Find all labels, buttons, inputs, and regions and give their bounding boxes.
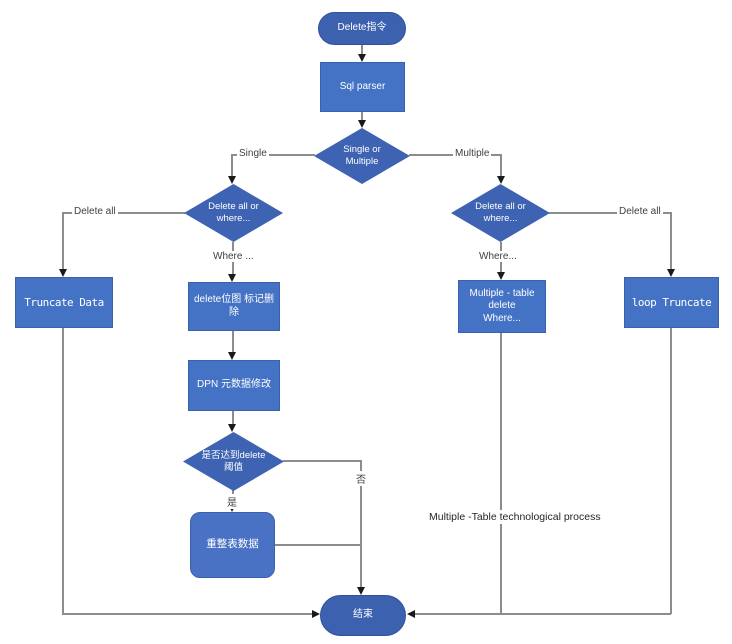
node-sql-parser-label: Sql parser — [339, 80, 386, 92]
edge-label-delete-all-left: Delete all — [72, 206, 118, 217]
node-dpn-metadata-label: DPN 元数据修改 — [197, 379, 271, 391]
edge-label-where-right: Where... — [477, 251, 519, 262]
node-end[interactable]: 结束 — [320, 595, 406, 636]
connector-deleteall-left-v — [62, 212, 64, 269]
connector-looptruncate-down — [670, 327, 672, 614]
arrowhead-down-icon — [228, 274, 236, 282]
node-delete-bitmap[interactable]: delete位图 标记删 除 — [188, 282, 280, 331]
node-multi-table-delete-label: Multiple - table delete Where... — [469, 287, 535, 324]
edge-label-delete-all-right: Delete all — [617, 206, 663, 217]
edge-label-no: 否 — [354, 471, 368, 486]
node-loop-truncate-label: loop Truncate — [631, 295, 712, 309]
node-sql-parser[interactable]: Sql parser — [320, 62, 405, 112]
connector-sqlparser-decision — [361, 112, 363, 120]
node-delete-all-or-where-left[interactable]: Delete all or where... — [184, 184, 283, 242]
edge-label-single: Single — [237, 148, 269, 159]
connector-no-v — [360, 460, 362, 587]
connector-bottom-right — [415, 613, 671, 615]
connector-deleteall-right-h — [549, 212, 671, 214]
connector-multitable-down — [500, 333, 502, 614]
arrowhead-down-icon — [228, 352, 236, 360]
arrowhead-down-icon — [496, 272, 505, 280]
connector-dpn-threshold — [232, 410, 234, 424]
edge-label-where-left: Where ... — [211, 251, 256, 262]
arrowhead-down-icon — [228, 176, 236, 184]
node-delete-all-or-where-right-label: Delete all or where... — [475, 201, 526, 224]
arrowhead-down-icon — [356, 587, 365, 595]
node-delete-all-or-where-right[interactable]: Delete all or where... — [451, 184, 550, 242]
node-delete-threshold-label: 是否达到delete 阈值 — [201, 449, 266, 473]
connector-multiple-v — [500, 154, 502, 176]
node-reorganize-table-label: 重整表数据 — [206, 538, 259, 551]
connector-reorg-end — [274, 544, 361, 546]
connector-truncate-down — [62, 327, 64, 614]
node-start-label: Delete指令 — [337, 22, 387, 34]
arrowhead-left-icon — [407, 609, 415, 618]
node-truncate-data[interactable]: Truncate Data — [15, 277, 113, 328]
arrowhead-down-icon — [357, 120, 366, 128]
arrowhead-down-icon — [357, 54, 366, 62]
node-single-or-multiple-label: Single or Multiple — [343, 144, 381, 167]
arrowhead-down-icon — [228, 424, 236, 432]
node-single-or-multiple[interactable]: Single or Multiple — [314, 128, 410, 184]
process-note: Multiple -Table technological process — [426, 510, 604, 524]
connector-single-h — [232, 154, 315, 156]
node-end-label: 结束 — [353, 609, 373, 621]
node-multi-table-delete[interactable]: Multiple - table delete Where... — [458, 280, 546, 333]
connector-single-v — [231, 154, 233, 176]
node-delete-bitmap-label: delete位图 标记删 除 — [193, 294, 275, 318]
edge-label-multiple: Multiple — [453, 148, 492, 159]
node-loop-truncate[interactable]: loop Truncate — [624, 277, 719, 328]
connector-start-sqlparser — [361, 45, 363, 54]
arrowhead-down-icon — [58, 269, 67, 277]
node-delete-threshold[interactable]: 是否达到delete 阈值 — [183, 432, 284, 491]
node-start[interactable]: Delete指令 — [318, 12, 406, 45]
connector-bottom-left — [62, 613, 312, 615]
connector-deleteall-right-v — [670, 212, 672, 269]
arrowhead-down-icon — [666, 269, 675, 277]
node-reorganize-table[interactable]: 重整表数据 — [190, 512, 275, 578]
edge-label-yes: 是 — [225, 494, 239, 509]
arrowhead-down-icon — [496, 176, 505, 184]
node-delete-all-or-where-left-label: Delete all or where... — [208, 201, 259, 224]
connector-no-h — [283, 460, 361, 462]
node-dpn-metadata[interactable]: DPN 元数据修改 — [188, 360, 280, 411]
arrowhead-right-icon — [312, 609, 320, 618]
node-truncate-data-label: Truncate Data — [24, 295, 104, 309]
connector-deleteall-left-h — [63, 212, 185, 214]
connector-bitmap-dpn — [232, 330, 234, 352]
